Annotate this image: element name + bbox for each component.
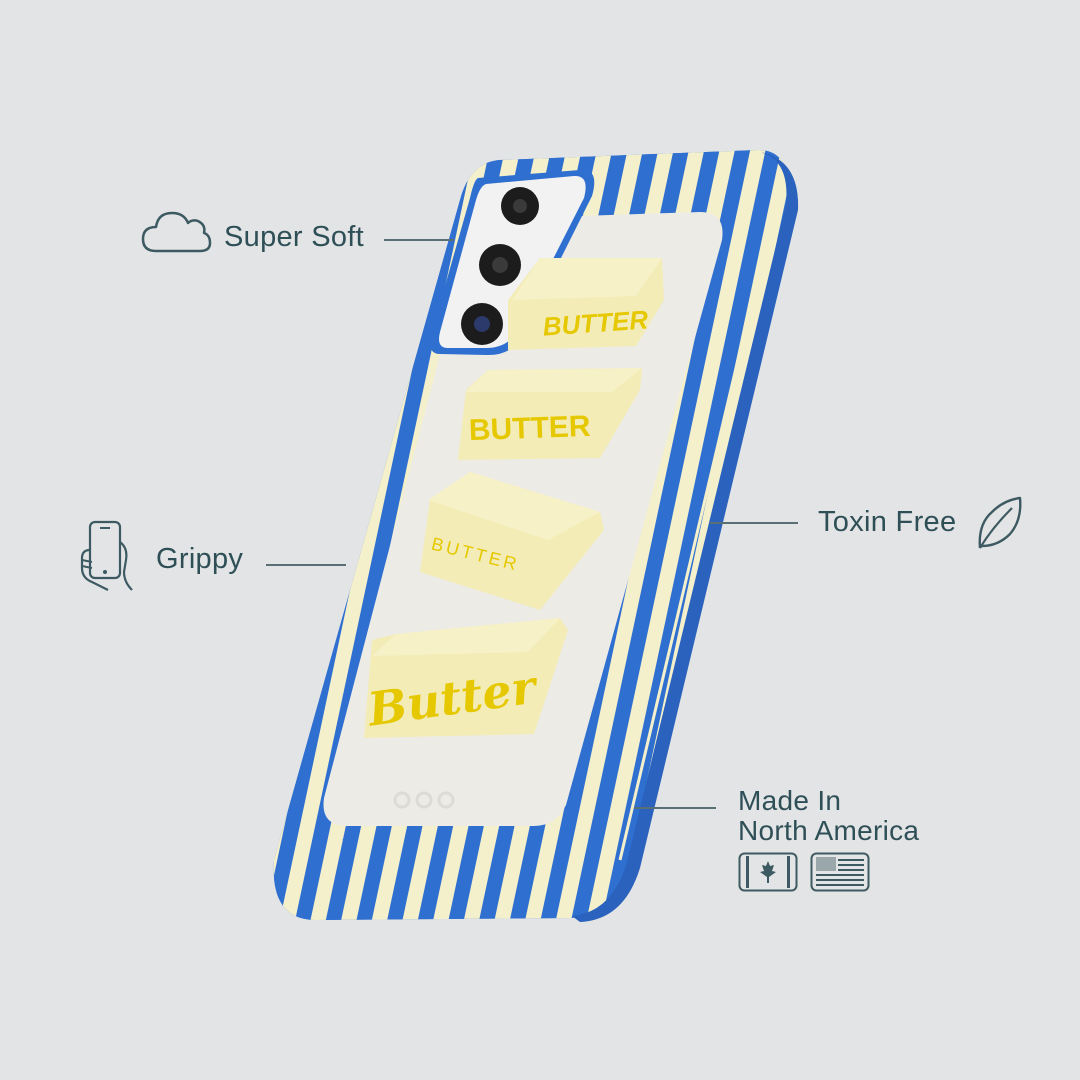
butter-block-4: Butter [363, 618, 568, 738]
case-logo-icon [393, 791, 455, 809]
leader-line-toxin-free [710, 522, 798, 524]
feature-grippy-label: Grippy [156, 543, 244, 575]
butter-label: BUTTER [542, 304, 649, 341]
feature-made-in-label-line2: North America [738, 815, 920, 846]
feature-super-soft-label: Super Soft [224, 221, 365, 253]
camera-module [430, 169, 595, 356]
us-flag-icon [810, 852, 870, 892]
butter-block-3: BUTTER [420, 472, 604, 610]
cloud-icon [140, 205, 212, 255]
leaf-icon [974, 494, 1024, 552]
butter-block-2: BUTTER [458, 368, 642, 460]
leader-line-super-soft [384, 239, 454, 241]
leader-line-grippy [266, 564, 346, 566]
leader-line-made-in [634, 807, 716, 809]
hand-holding-phone-icon [78, 520, 134, 592]
feature-toxin-free-label: Toxin Free [818, 506, 957, 538]
butter-label: BUTTER [468, 410, 591, 447]
feature-made-in-label-line1: Made In [738, 785, 842, 816]
canada-flag-icon [738, 852, 798, 892]
butter-block-1: BUTTER [508, 258, 664, 350]
